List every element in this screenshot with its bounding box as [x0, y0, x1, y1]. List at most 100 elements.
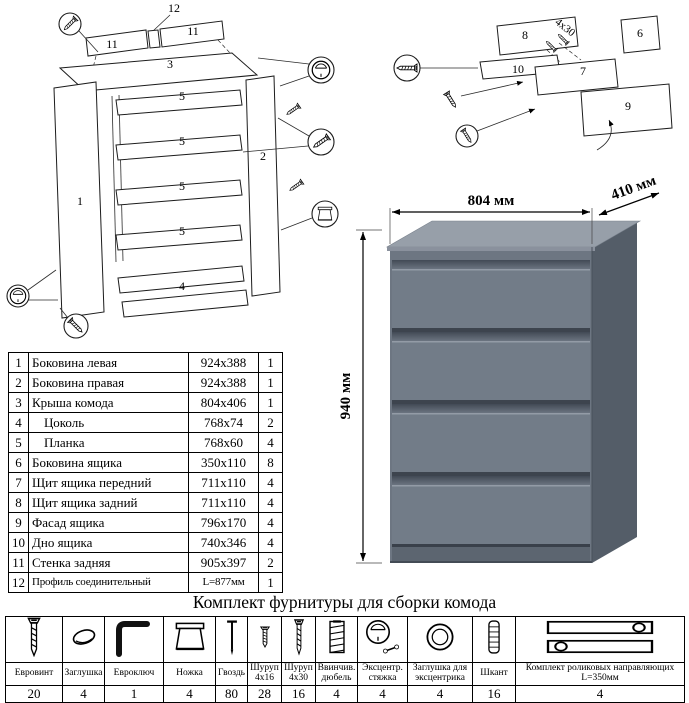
part-number: 1 [8, 352, 29, 373]
part-name: Боковина правая [28, 372, 189, 393]
part-qty: 4 [258, 492, 283, 513]
part-size: 711x110 [188, 472, 259, 493]
cam-lock-icon [365, 619, 400, 655]
plank [115, 224, 243, 251]
cam-lock-icon [311, 60, 331, 80]
connector-profile [147, 29, 161, 49]
drawer-front-2 [392, 332, 590, 400]
screw-icon [287, 178, 305, 194]
part-qty: 1 [258, 572, 283, 593]
leg-icon [174, 622, 205, 651]
part-size: 796x170 [188, 512, 259, 533]
drawer-facade [580, 83, 673, 137]
part-label-4: 4 [179, 279, 185, 293]
part-label-5: 5 [179, 179, 185, 193]
part-name: Дно ящика [28, 532, 189, 553]
part-size: 905x397 [188, 552, 259, 573]
part-number: 5 [8, 432, 29, 453]
part-size: 768x74 [188, 412, 259, 433]
hardware-label: Евроключ [104, 662, 164, 686]
hardware-label: Комплект роликовых направляющих L=350мм [515, 662, 685, 686]
width-dimension-label: 804 мм [468, 193, 515, 209]
part-size: 768x60 [188, 432, 259, 453]
part-name: Боковина левая [28, 352, 189, 373]
part-label-11: 11 [106, 37, 118, 51]
hardware-label: Евровинт [5, 662, 63, 686]
part-name: Фасад ящика [28, 512, 189, 533]
drawer-side-panel [620, 15, 661, 54]
part-label-9: 9 [625, 99, 631, 113]
hardware-qty: 16 [472, 685, 516, 703]
part-name: Щит ящика передний [28, 472, 189, 493]
part-label-10: 10 [512, 62, 524, 76]
hardware-kit-title: Комплект фурнитуры для сборки комода [192, 592, 497, 612]
left-side-panel [53, 81, 105, 319]
chest-top-edge [387, 247, 595, 251]
top-panel [58, 52, 259, 92]
part-size: 740x346 [188, 532, 259, 553]
chest-render: 804 мм 410 мм 940 мм [338, 178, 660, 564]
drawer-exploded-diagram: 8 4x30 6 10 7 9 [393, 15, 673, 151]
part-label-5: 5 [179, 224, 185, 238]
part-label-8: 8 [522, 28, 528, 42]
cabinet-exploded-diagram: 12 11 11 3 1 5 5 5 5 2 4 [6, 1, 339, 339]
screw-icon [443, 90, 459, 110]
cam-lock-icon [9, 287, 27, 305]
part-number: 3 [8, 392, 29, 413]
hardware-label: Эксцентр. стяжка [357, 662, 408, 686]
part-label-11: 11 [187, 24, 199, 38]
part-label-12: 12 [168, 1, 180, 15]
part-label-2: 2 [260, 149, 266, 163]
dowel-icon [488, 620, 500, 654]
part-size: L=877мм [188, 572, 259, 593]
part-label-5: 5 [179, 134, 185, 148]
part-name: Профиль соединительный [28, 572, 189, 593]
part-label-3: 3 [167, 57, 173, 71]
nail-icon [225, 620, 238, 657]
plinth [117, 265, 245, 294]
part-number: 2 [8, 372, 29, 393]
part-label-5: 5 [179, 89, 185, 103]
part-number: 11 [8, 552, 29, 573]
part-label-1: 1 [77, 194, 83, 208]
hardware-label: Ввинчив. дюбель [315, 662, 358, 686]
part-number: 10 [8, 532, 29, 553]
part-size: 924x388 [188, 372, 259, 393]
part-name: Стенка задняя [28, 552, 189, 573]
chest-plinth [392, 544, 590, 563]
screw-4x16-icon [259, 626, 270, 648]
screw-icon [284, 102, 302, 118]
hardware-label: Шуруп 4x16 [247, 662, 282, 686]
part-qty: 2 [258, 552, 283, 573]
part-name: Планка [28, 432, 189, 453]
drawer-front-4 [392, 476, 590, 544]
back-panel-left [85, 29, 149, 57]
part-qty: 4 [258, 532, 283, 553]
drawer-front-3 [392, 404, 590, 472]
part-label-7: 7 [580, 64, 586, 78]
screw-in-dowel-icon [328, 620, 345, 654]
drawer-front-panel [534, 58, 619, 96]
hardware-label: Шкант [472, 662, 516, 686]
chest-top [385, 220, 642, 248]
plinth [121, 289, 249, 318]
back-panel-right [159, 20, 225, 48]
part-qty: 2 [258, 412, 283, 433]
part-number: 6 [8, 452, 29, 473]
hardware-label: Заглушка для эксцентрика [407, 662, 473, 686]
height-dimension-label: 940 мм [338, 373, 354, 420]
roller-slides-icon [546, 620, 654, 654]
part-name: Цоколь [28, 412, 189, 433]
part-number: 7 [8, 472, 29, 493]
chest-side [592, 221, 637, 563]
part-number: 4 [8, 412, 29, 433]
